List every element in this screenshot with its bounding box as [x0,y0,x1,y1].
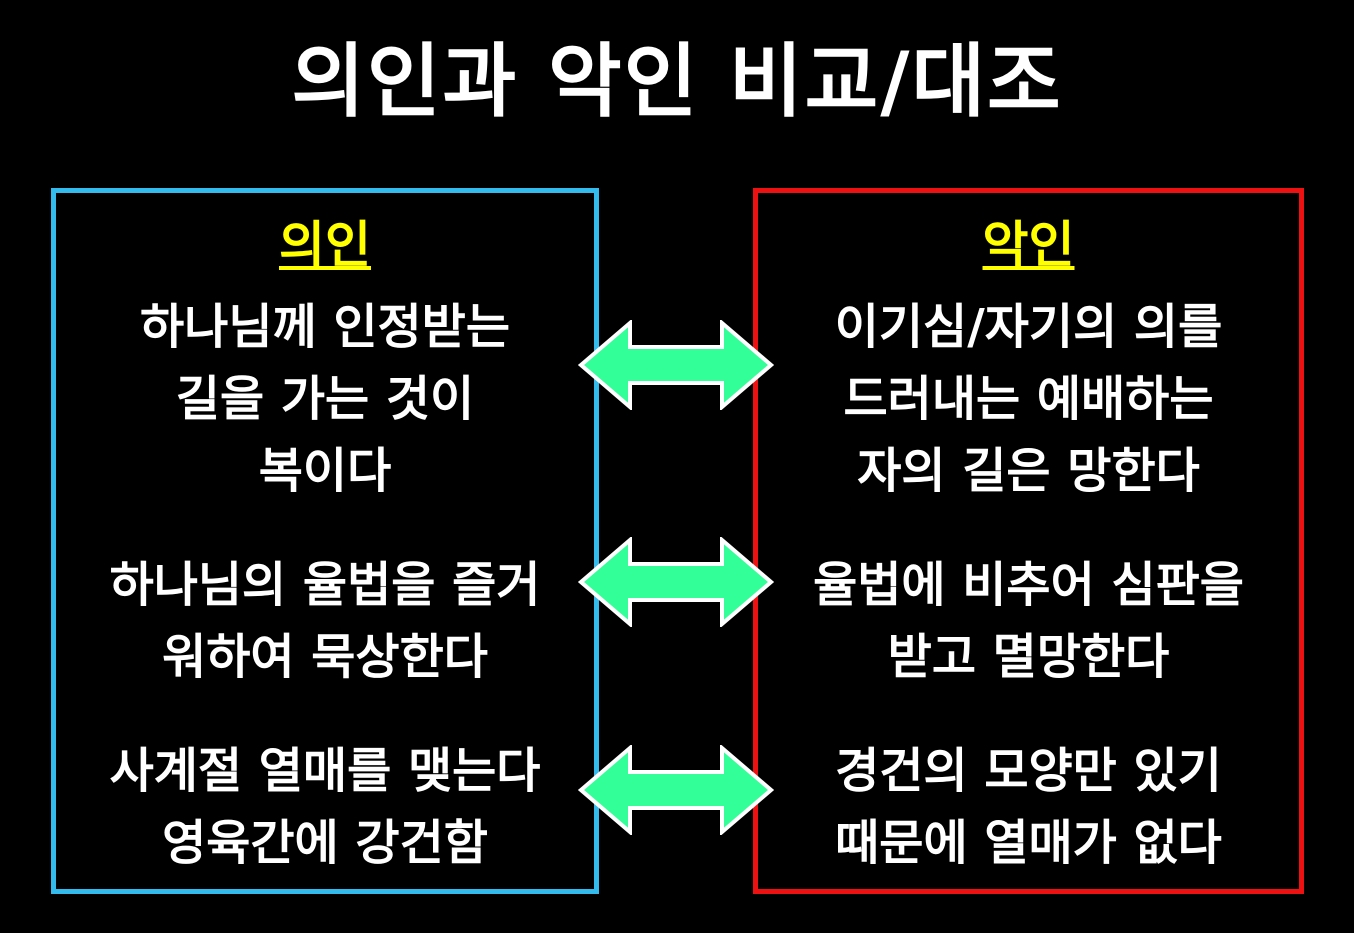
wicked-item-1-line-1: 이기심/자기의 의를 [834,299,1223,355]
wicked-item-2-line-2: 받고 멸망한다 [887,629,1170,685]
wicked-heading: 악인 [982,216,1075,274]
righteous-item-2-line-1: 하나님의 율법을 즐거 [109,557,541,613]
righteous-item-1-line-1: 하나님께 인정받는 [140,299,510,355]
righteous-item-3: 사계절 열매를 맺는다 영육간에 강건함 [56,735,594,879]
wicked-item-2: 율법에 비추어 심판을 받고 멸망한다 [758,549,1299,693]
wicked-panel: 악인 이기심/자기의 의를 드러내는 예배하는 자의 길은 망한다 율법에 비추… [753,188,1304,894]
wicked-item-1: 이기심/자기의 의를 드러내는 예배하는 자의 길은 망한다 [758,291,1299,507]
double-arrow-icon [578,537,774,627]
righteous-item-1-line-2: 길을 가는 것이 [175,371,475,427]
double-arrow-icon [578,320,774,410]
double-arrow-icon [578,745,774,835]
righteous-item-3-line-2: 영육간에 강건함 [162,815,488,871]
righteous-heading: 의인 [279,216,371,274]
wicked-item-1-line-2: 드러내는 예배하는 [843,371,1214,427]
righteous-item-2: 하나님의 율법을 즐거 워하여 묵상한다 [56,549,594,693]
righteous-item-1-line-3: 복이다 [258,443,392,499]
wicked-item-3: 경건의 모양만 있기 때문에 열매가 없다 [758,735,1299,879]
wicked-item-3-line-2: 때문에 열매가 없다 [835,815,1222,871]
righteous-item-2-line-2: 워하여 묵상한다 [162,629,488,685]
righteous-panel: 의인 하나님께 인정받는 길을 가는 것이 복이다 하나님의 율법을 즐거 워하… [51,188,599,894]
wicked-item-1-line-3: 자의 길은 망한다 [857,443,1200,499]
righteous-item-1: 하나님께 인정받는 길을 가는 것이 복이다 [56,291,594,507]
wicked-item-3-line-1: 경건의 모양만 있기 [835,743,1222,799]
page-title: 의인과 악인 비교/대조 [291,35,1063,128]
righteous-item-3-line-1: 사계절 열매를 맺는다 [109,743,541,799]
wicked-item-2-line-1: 율법에 비추어 심판을 [813,557,1244,613]
